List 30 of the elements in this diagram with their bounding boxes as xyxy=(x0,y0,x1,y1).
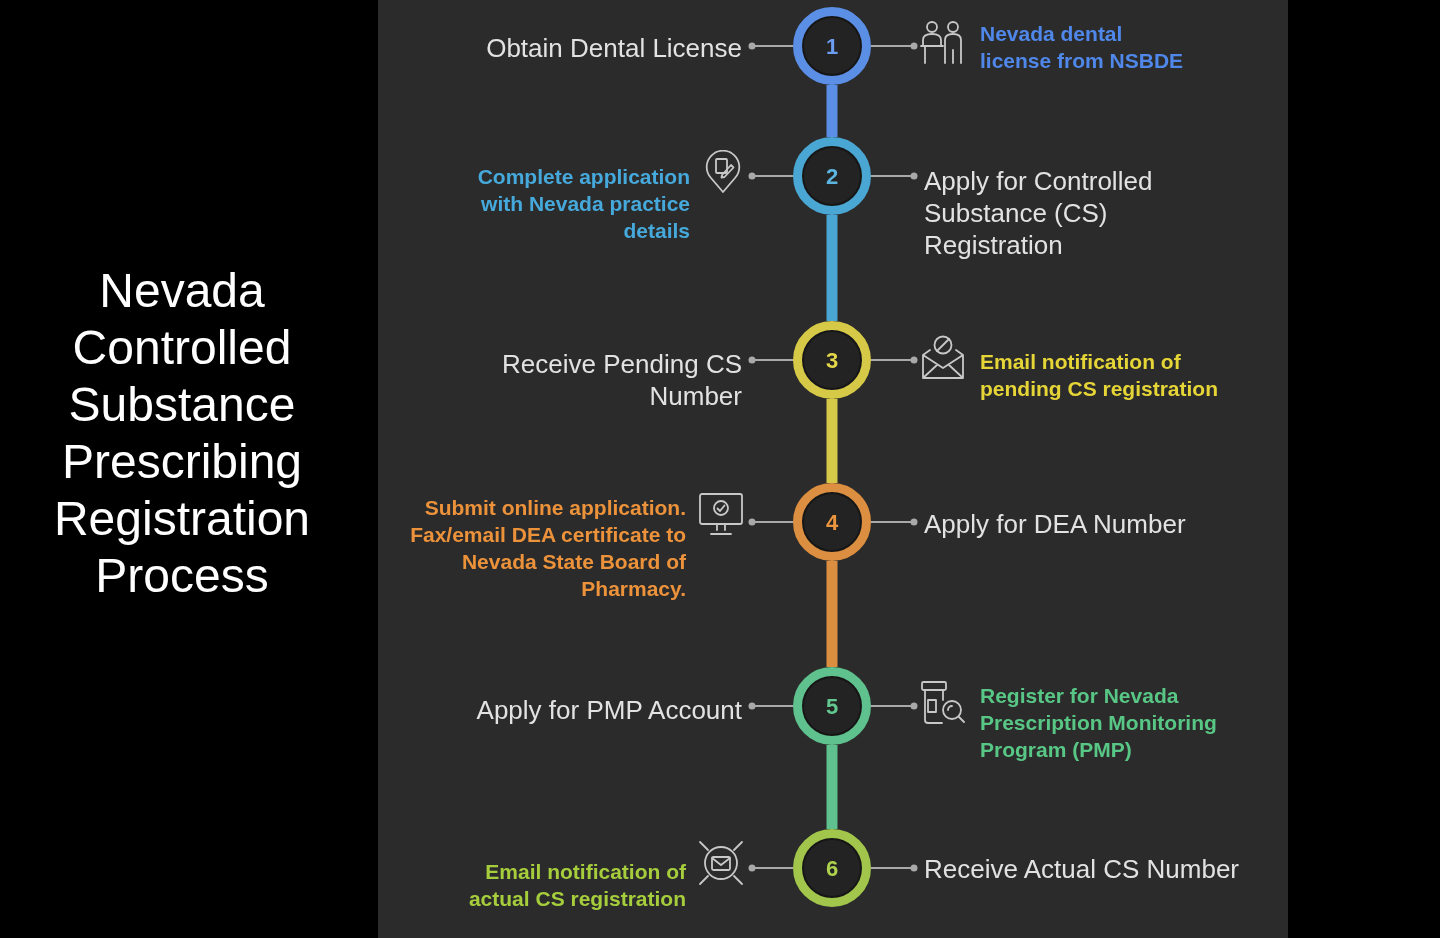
timeline-bar xyxy=(826,561,838,667)
connector-line xyxy=(870,864,918,872)
connector-line xyxy=(870,172,918,180)
step-detail: Email notification of pending CS registration xyxy=(980,349,1219,402)
connector-line xyxy=(748,356,794,364)
connector-line xyxy=(870,42,918,50)
step-label: Obtain Dental License xyxy=(486,32,752,64)
step-detail: Submit online application. Fax/email DEA certificate to Nevada State Board of Pharmacy. xyxy=(409,495,686,602)
connector-line xyxy=(748,42,794,50)
step-detail: Complete application with Nevada practice details xyxy=(476,164,690,244)
connector-line xyxy=(748,702,794,710)
diagram-title: Nevada Controlled Substance Prescribing Registration Process xyxy=(52,263,312,604)
step-label: Apply for Controlled Substance (CS) Registration xyxy=(914,165,1194,261)
connector-line xyxy=(748,864,794,872)
timeline-bar xyxy=(826,399,838,483)
connector-line xyxy=(870,518,918,526)
step-label: Apply for DEA Number xyxy=(914,508,1186,540)
step-label: Receive Pending CS Number xyxy=(480,348,752,412)
step-detail: Email notification of actual CS registration xyxy=(467,859,686,912)
timeline-bar xyxy=(826,215,838,321)
connector-line xyxy=(870,702,918,710)
step-label: Receive Actual CS Number xyxy=(914,853,1240,885)
timeline-bar xyxy=(826,745,838,829)
step-detail: Register for Nevada Prescription Monitoring Program (PMP) xyxy=(980,683,1218,763)
step-detail: Nevada dental license from NSBDE xyxy=(980,21,1185,74)
step-label: Apply for PMP Account xyxy=(476,694,752,726)
connector-line xyxy=(870,356,918,364)
timeline-bar xyxy=(826,85,838,137)
connector-line xyxy=(748,172,794,180)
connector-line xyxy=(748,518,794,526)
